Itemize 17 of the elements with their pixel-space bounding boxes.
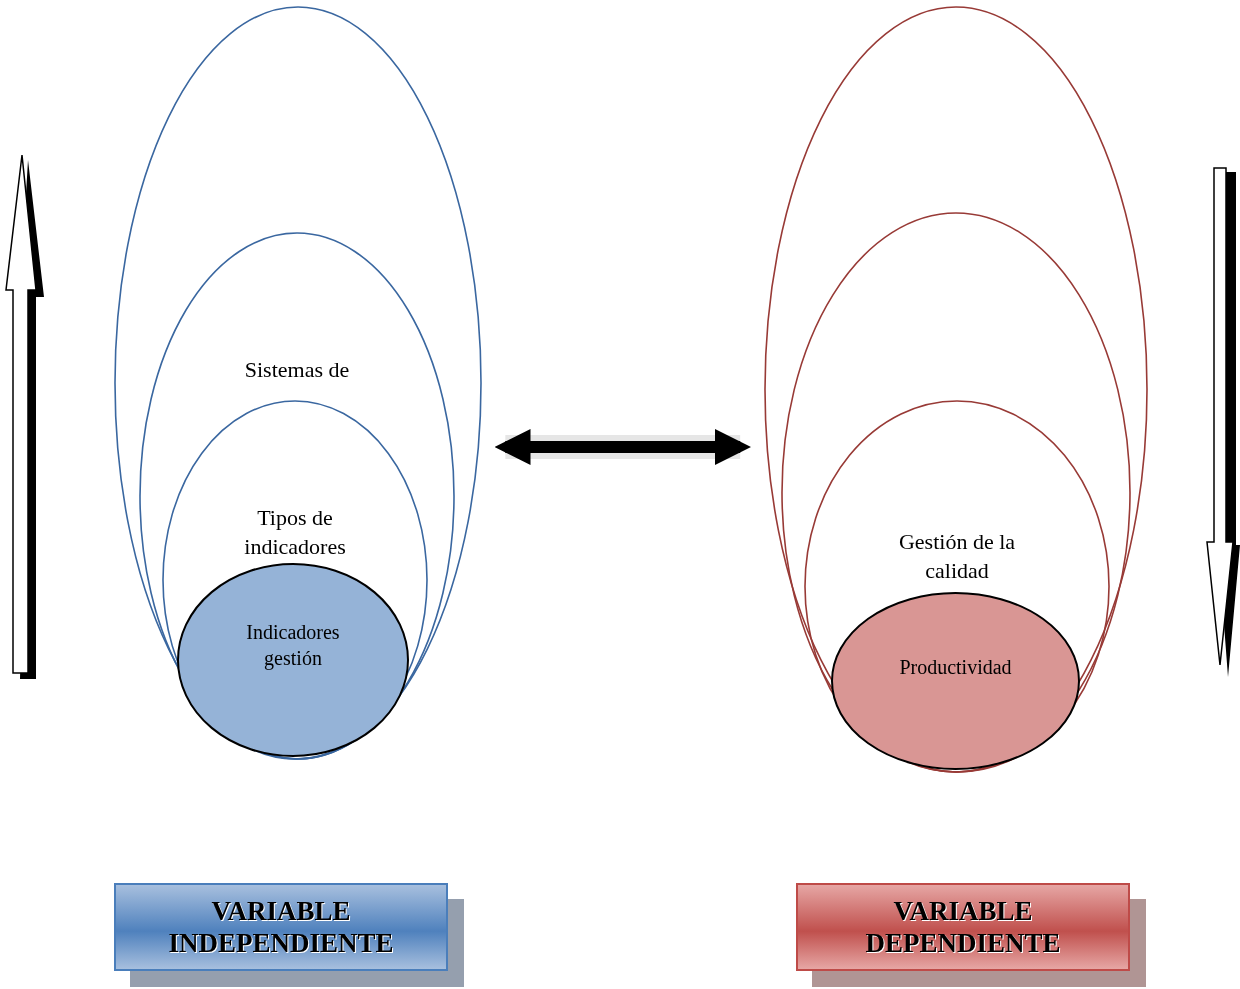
ellipse-label: Sistemas de [243, 356, 351, 384]
filled-ellipse [831, 592, 1080, 770]
ellipse [114, 6, 482, 760]
ellipse-label: Indicadores gestión [245, 620, 341, 671]
box-label: VARIABLE INDEPENDIENTE [167, 894, 395, 960]
ellipse [162, 400, 428, 760]
filled-ellipse [177, 563, 409, 757]
ellipse [764, 6, 1148, 773]
box-label: VARIABLE DEPENDIENTE [864, 894, 1062, 960]
ellipse [781, 212, 1131, 773]
ellipse [804, 400, 1110, 773]
ellipse-label: Gestión de la calidad [897, 528, 1017, 585]
variable-box [114, 883, 448, 971]
ellipse-label: Productividad [898, 655, 1013, 680]
variable-box [796, 883, 1130, 971]
ellipse-label: Tipos de indicadores [243, 504, 347, 561]
ellipse [139, 232, 455, 760]
